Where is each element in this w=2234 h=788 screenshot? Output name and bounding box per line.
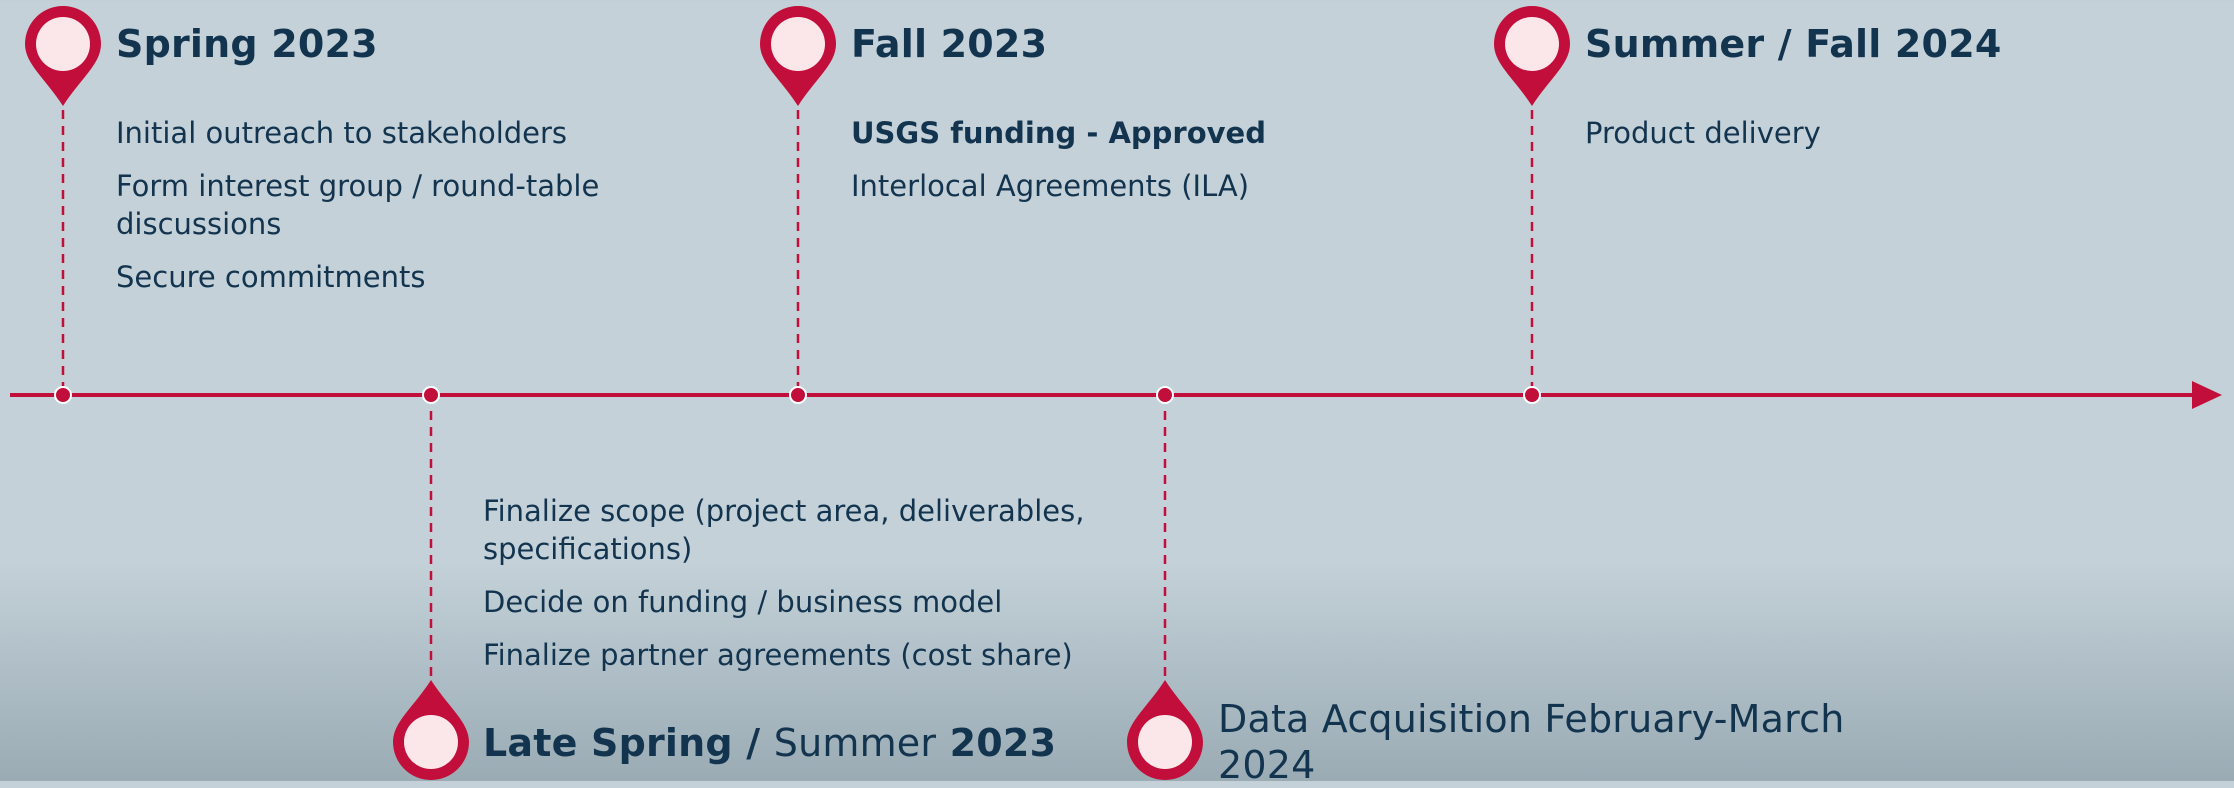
list-item: Secure commitments xyxy=(116,260,426,294)
arrow-right-icon xyxy=(2192,381,2222,409)
map-pin-icon xyxy=(760,6,836,106)
list-item: Interlocal Agreements (ILA) xyxy=(851,169,1250,203)
title-part: Late Spring / xyxy=(483,721,761,765)
title-part: 2023 xyxy=(949,721,1057,765)
list-item: Finalize partner agreements (cost share) xyxy=(483,638,1073,672)
list-item: Product delivery xyxy=(1585,116,1821,150)
list-item: Decide on funding / business model xyxy=(483,585,1003,619)
map-pin-icon xyxy=(25,6,101,106)
milestone-title-summer-fall-2024: Summer / Fall 2024 xyxy=(1585,22,2002,66)
map-pin-icon xyxy=(1127,680,1203,780)
milestone-items-fall-2023: USGS funding - Approved Interlocal Agree… xyxy=(851,114,1451,220)
milestone-items-late-spring-2023: Finalize scope (project area, deliverabl… xyxy=(483,492,1103,689)
map-pin-icon xyxy=(1494,6,1570,106)
title-part: Summer xyxy=(773,721,937,765)
list-item: Form interest group / round-table discus… xyxy=(116,169,600,241)
milestone-title-fall-2023: Fall 2023 xyxy=(851,22,1048,66)
milestone-items-spring-2023: Initial outreach to stakeholders Form in… xyxy=(116,114,676,311)
milestone-title-late-spring-2023: Late Spring / Summer 2023 xyxy=(483,720,1056,766)
map-pin-icon xyxy=(393,680,469,780)
list-item: Initial outreach to stakeholders xyxy=(116,116,568,150)
list-item: Finalize scope (project area, deliverabl… xyxy=(483,494,1085,566)
milestone-title-spring-2023: Spring 2023 xyxy=(116,22,378,66)
milestone-title-data-acquisition: Data Acquisition February-March 2024 xyxy=(1218,697,1845,787)
list-item: USGS funding - Approved xyxy=(851,116,1266,150)
timeline-node-icon xyxy=(54,386,1541,404)
milestone-items-summer-fall-2024: Product delivery xyxy=(1585,114,2185,167)
